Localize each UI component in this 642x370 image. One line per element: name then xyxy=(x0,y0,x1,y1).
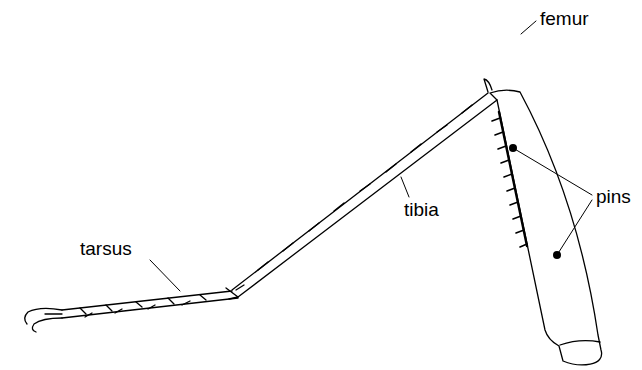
tarsus-segments xyxy=(80,295,206,317)
tibia-spines xyxy=(258,105,472,270)
tibia-outline xyxy=(232,93,497,297)
femur-bristle-edge xyxy=(499,112,527,246)
leader-line xyxy=(401,177,409,197)
trochanter xyxy=(560,341,600,345)
femur-bristles xyxy=(492,118,527,247)
part-label: pins xyxy=(596,186,631,208)
femur-outline xyxy=(490,90,602,365)
part-label: femur xyxy=(540,8,589,30)
leader-line xyxy=(513,148,592,255)
knee-spine xyxy=(484,79,492,92)
tarsus-outline xyxy=(62,291,238,318)
tarsal-claw xyxy=(25,308,62,332)
leader-line xyxy=(150,260,180,291)
part-label: tibia xyxy=(404,199,439,221)
part-label: tarsus xyxy=(80,238,132,260)
leader-line xyxy=(521,21,536,34)
